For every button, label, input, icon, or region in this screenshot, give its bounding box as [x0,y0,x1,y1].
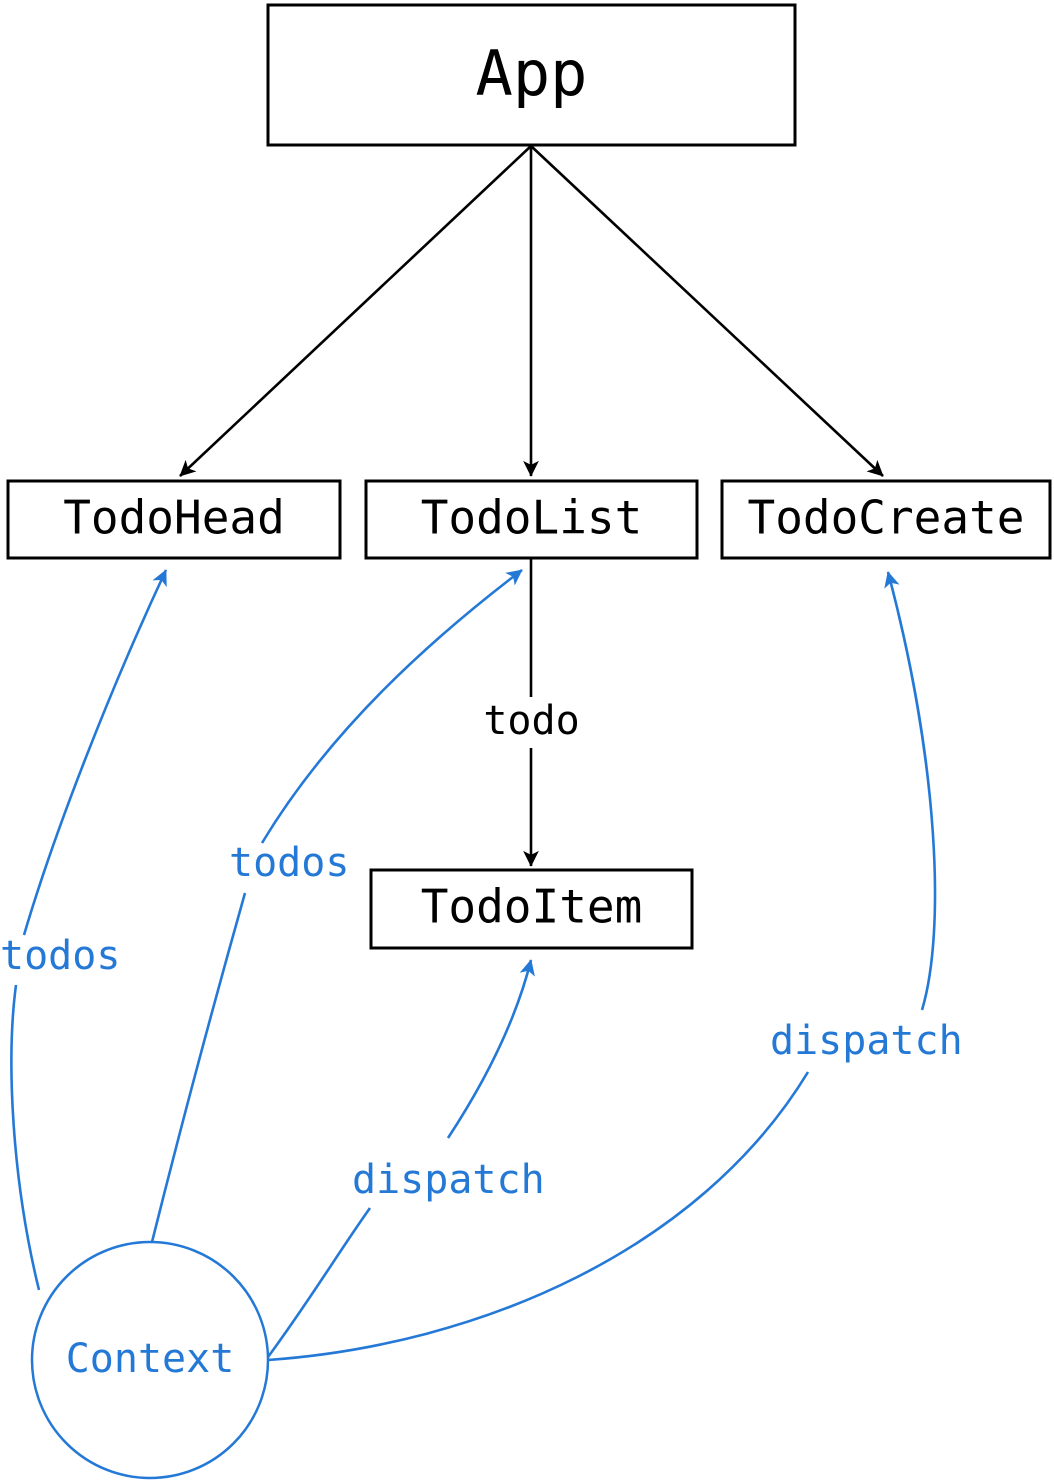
edge-app-to-todohead [179,145,532,477]
edge-context-to-todocreate-upper [884,571,937,1011]
edge-group-context-edges [10,568,937,1362]
node-todoitem[interactable]: TodoItem [369,868,694,950]
edge-app-to-todocreate [530,145,884,477]
node-todocreate[interactable]: TodoCreate [720,479,1052,560]
edge-context-to-todohead-lower [10,984,41,1291]
node-todocreate-label: TodoCreate [748,491,1025,545]
edge-context-to-todocreate-lower [267,1071,810,1362]
edge-context-to-todolist-lower [150,892,247,1243]
node-context-circle[interactable] [30,1240,270,1480]
edge-context-to-todolist-upper [260,568,523,844]
edge-label-todos-todohead: todos [0,933,120,979]
node-todocreate-box[interactable] [720,479,1052,560]
node-todohead-box[interactable] [6,479,342,560]
node-app-box[interactable] [266,3,797,147]
edge-label-group: todo todos todos dispatch dispatch [0,698,963,1203]
edge-context-to-todoitem-lower [266,1207,372,1358]
node-todolist[interactable]: TodoList [364,479,699,560]
edge-label-todo: todo [483,698,579,744]
node-todolist-box[interactable] [364,479,699,560]
edge-context-to-todohead-upper [22,569,168,936]
edge-group-prop-edges [179,145,884,867]
node-context-label: Context [66,1336,235,1382]
node-todohead-label: TodoHead [63,491,285,545]
node-app[interactable]: App [266,3,797,147]
edge-label-dispatch-todoitem: dispatch [352,1157,545,1203]
node-todoitem-label: TodoItem [421,880,643,934]
node-todolist-label: TodoList [421,491,643,545]
node-todohead[interactable]: TodoHead [6,479,342,560]
node-todoitem-box[interactable] [369,868,694,950]
edge-label-dispatch-todocreate: dispatch [770,1018,963,1064]
node-app-label: App [476,37,588,110]
node-context[interactable]: Context [30,1240,270,1480]
edge-label-todos-todolist: todos [229,840,349,886]
edge-context-to-todoitem-upper [446,959,535,1139]
